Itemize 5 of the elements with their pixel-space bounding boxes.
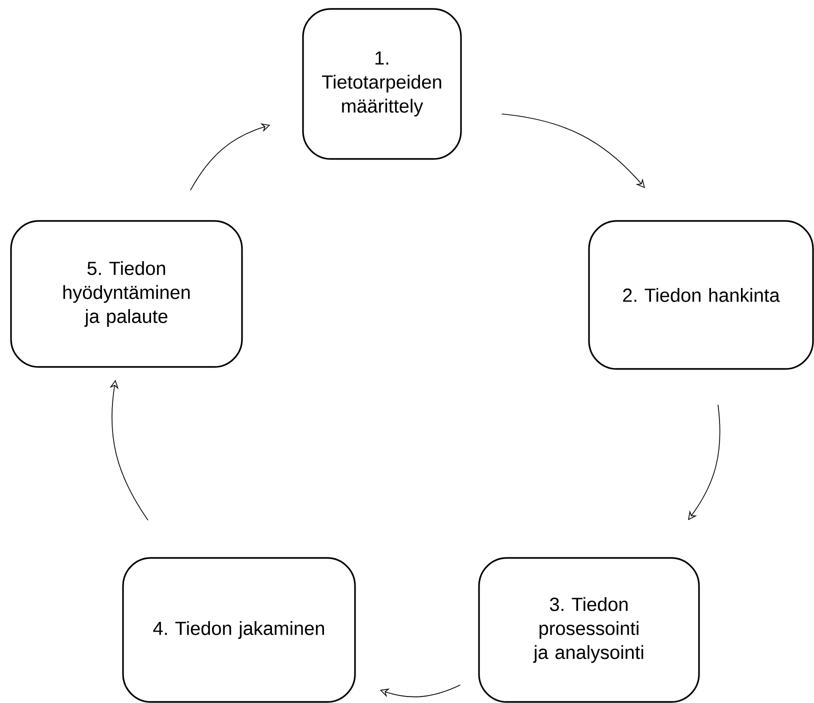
process-box: 4. Tiedon jakaminen: [122, 557, 356, 703]
process-box: 2. Tiedon hankinta: [588, 220, 814, 370]
process-box: 3. Tiedon prosessointi ja analysointi: [478, 557, 700, 703]
process-box: 5. Tiedon hyödyntäminen ja palaute: [10, 220, 243, 368]
process-box: 1. Tietotarpeiden määrittely: [302, 8, 462, 160]
